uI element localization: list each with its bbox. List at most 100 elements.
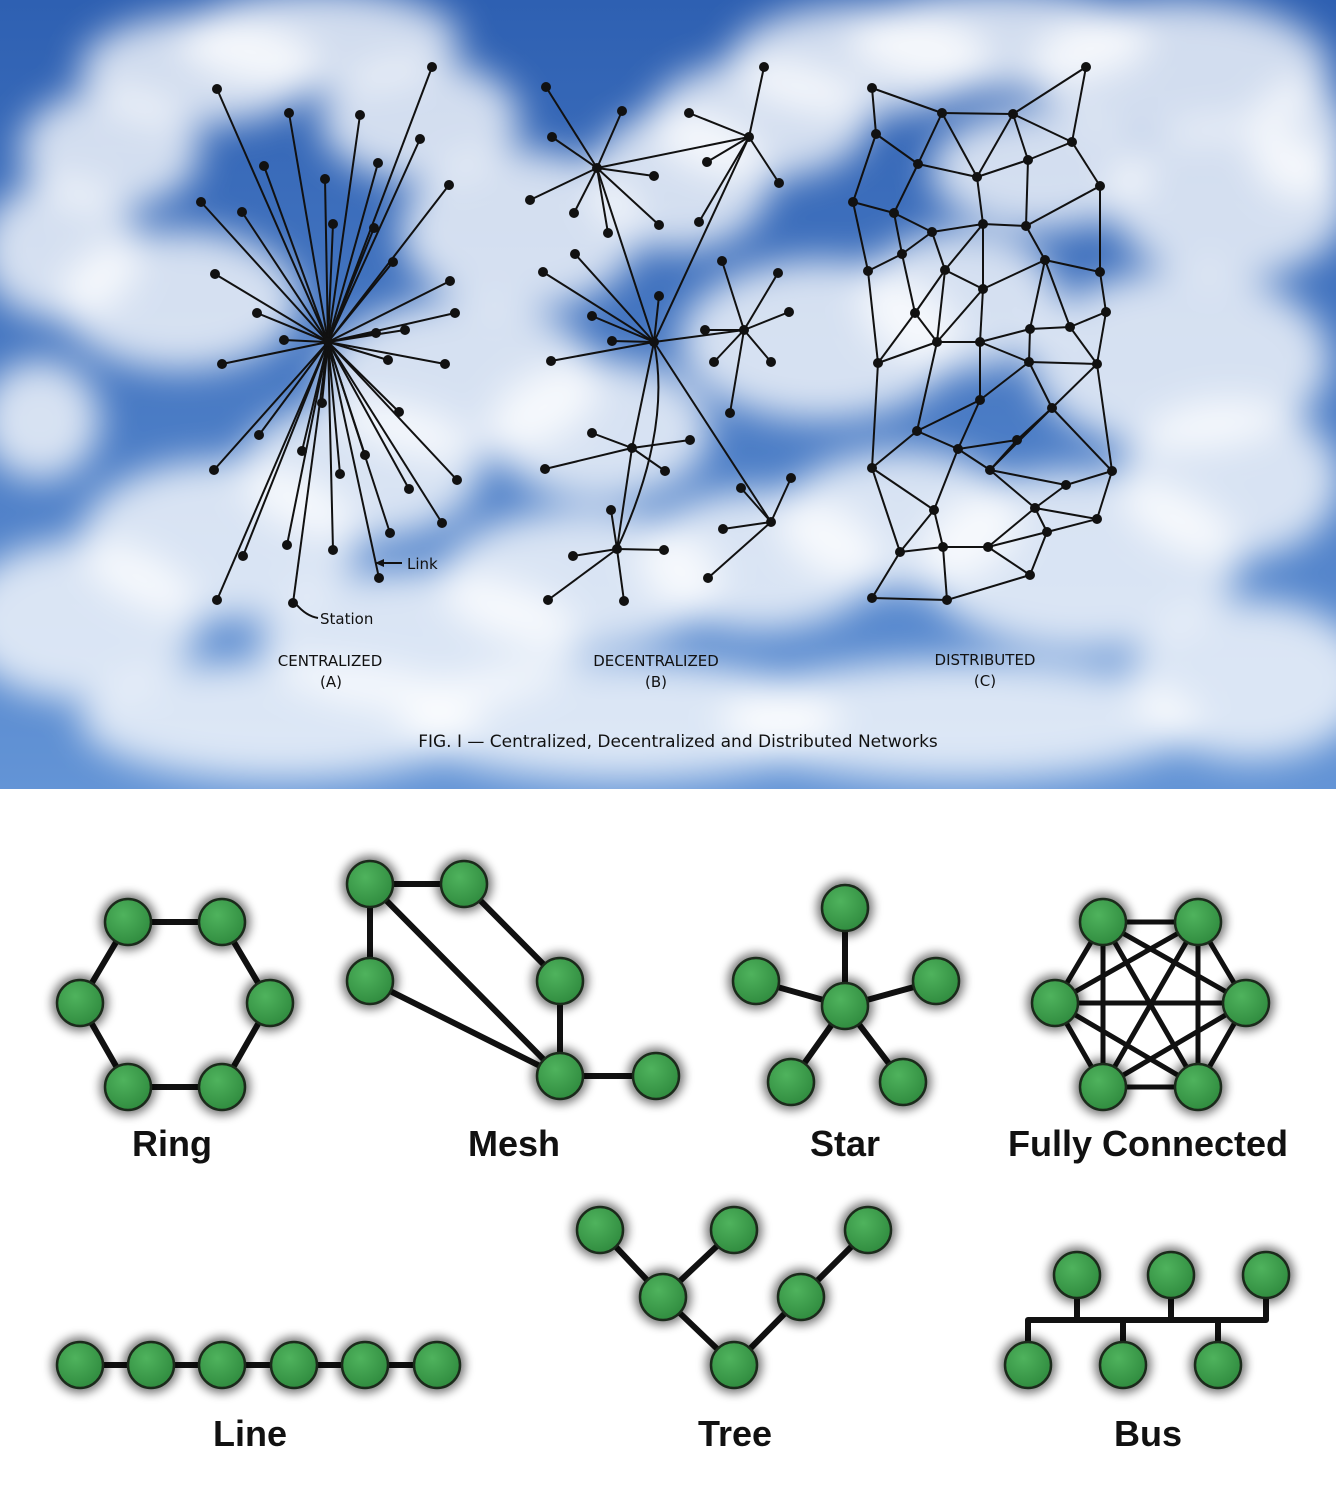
c-link-3 (871, 87, 877, 135)
b-link-h2-2 (748, 136, 780, 184)
c-link-65 (916, 430, 959, 450)
station-annotation: Station (295, 603, 373, 628)
b-station-h5-0 (587, 428, 597, 438)
a-station-15 (279, 335, 289, 345)
a-station-17 (445, 276, 455, 286)
line-topology (52, 1337, 465, 1393)
a-station-39 (212, 595, 222, 605)
mesh-node-a-node (345, 859, 395, 909)
c-link-46 (1044, 259, 1071, 328)
mesh-node-d-node (535, 956, 585, 1006)
a-station-14 (252, 308, 262, 318)
a-station-9 (196, 197, 206, 207)
a-station-24 (317, 398, 327, 408)
c-station-l (927, 227, 937, 237)
c-station-u (1095, 267, 1105, 277)
b-hub-h4 (739, 325, 749, 335)
a-link-26 (258, 341, 329, 436)
line-node-1-node (126, 1340, 176, 1390)
bus-node-top-1 (1143, 1247, 1199, 1303)
full-node-3-node (1173, 1062, 1223, 1112)
a-station-36 (328, 545, 338, 555)
bus-node-bottom-0 (1000, 1337, 1056, 1393)
b-link-h3-1 (574, 253, 655, 343)
topology-grid: Ring Mesh Star Fully Connected Line Tree… (0, 789, 1336, 1498)
cloud-28 (80, 660, 480, 780)
star-node-0 (817, 880, 873, 936)
panel-b-title: DECENTRALIZED (593, 652, 719, 670)
c-link-10 (875, 133, 919, 165)
a-station-16 (388, 257, 398, 267)
cloud-32 (0, 360, 100, 480)
b-station-h1-5 (569, 208, 579, 218)
c-link-82 (1034, 507, 1098, 520)
c-station-a (867, 83, 877, 93)
b-link-h6-3 (547, 548, 618, 601)
b-link-h2-4 (698, 136, 750, 223)
line-node-3 (266, 1337, 322, 1393)
line-node-0 (52, 1337, 108, 1393)
a-station-27 (209, 465, 219, 475)
full-node-3 (1170, 1059, 1226, 1115)
a-station-32 (404, 484, 414, 494)
b-link-h5-0 (591, 432, 633, 449)
c-link-39 (877, 312, 916, 364)
b-hub-h6 (612, 544, 622, 554)
b-station-h4-2 (784, 307, 794, 317)
line-node-2-node (197, 1340, 247, 1390)
c-link-21 (931, 223, 984, 233)
bus-node-bottom-1 (1095, 1337, 1151, 1393)
b-trunk-curve (616, 341, 660, 550)
c-station-O (1030, 503, 1040, 513)
a-station-22 (217, 359, 227, 369)
star-node-3-node (766, 1057, 816, 1107)
c-station-L (1107, 466, 1117, 476)
c-link-85 (899, 546, 944, 553)
panel-a-letter: (A) (320, 673, 342, 691)
a-station-25 (394, 407, 404, 417)
c-link-20 (893, 212, 933, 233)
a-link-20 (327, 329, 406, 343)
b-link-h1-3 (596, 167, 655, 177)
cloud-30 (720, 660, 1200, 780)
c-station-V (942, 595, 952, 605)
c-station-f (913, 159, 923, 169)
cloud-27 (0, 540, 200, 700)
a-link-10 (241, 211, 329, 343)
b-station-h6-0 (606, 505, 616, 515)
mesh-node-f (628, 1048, 684, 1104)
ring-node-0-node (103, 897, 153, 947)
a-link-22 (221, 341, 329, 365)
b-link-h1-4 (529, 167, 598, 201)
c-station-b (937, 108, 947, 118)
ring-node-0 (100, 894, 156, 950)
c-link-7 (1012, 113, 1029, 161)
b-hub-h5 (627, 443, 637, 453)
a-station-10 (237, 207, 247, 217)
c-link-49 (1029, 326, 1071, 330)
c-link-14 (852, 133, 877, 203)
b-link-h2-0 (748, 66, 765, 138)
c-link-57 (871, 362, 879, 469)
mesh-node-f-node (631, 1051, 681, 1101)
b-link-h4-5 (713, 329, 745, 363)
a-link-1 (327, 66, 433, 343)
a-station-33 (437, 518, 447, 528)
b-station-h1-6 (603, 228, 613, 238)
a-link-4 (327, 138, 421, 343)
c-link-74 (871, 467, 935, 511)
b-link-h4-4 (743, 329, 772, 363)
b-station-h4-6 (725, 408, 735, 418)
bus-node-top-2-node (1241, 1250, 1291, 1300)
a-station-37 (385, 528, 395, 538)
c-link-67 (957, 439, 1018, 450)
c-link-70 (989, 439, 1018, 471)
c-link-23 (1025, 185, 1101, 227)
a-station-28 (297, 446, 307, 456)
bus-node-bottom-0-node (1003, 1340, 1053, 1390)
c-station-C (1024, 357, 1034, 367)
c-link-34 (914, 269, 946, 314)
c-link-47 (1099, 271, 1107, 313)
c-station-D (1092, 359, 1102, 369)
c-station-j (848, 197, 858, 207)
